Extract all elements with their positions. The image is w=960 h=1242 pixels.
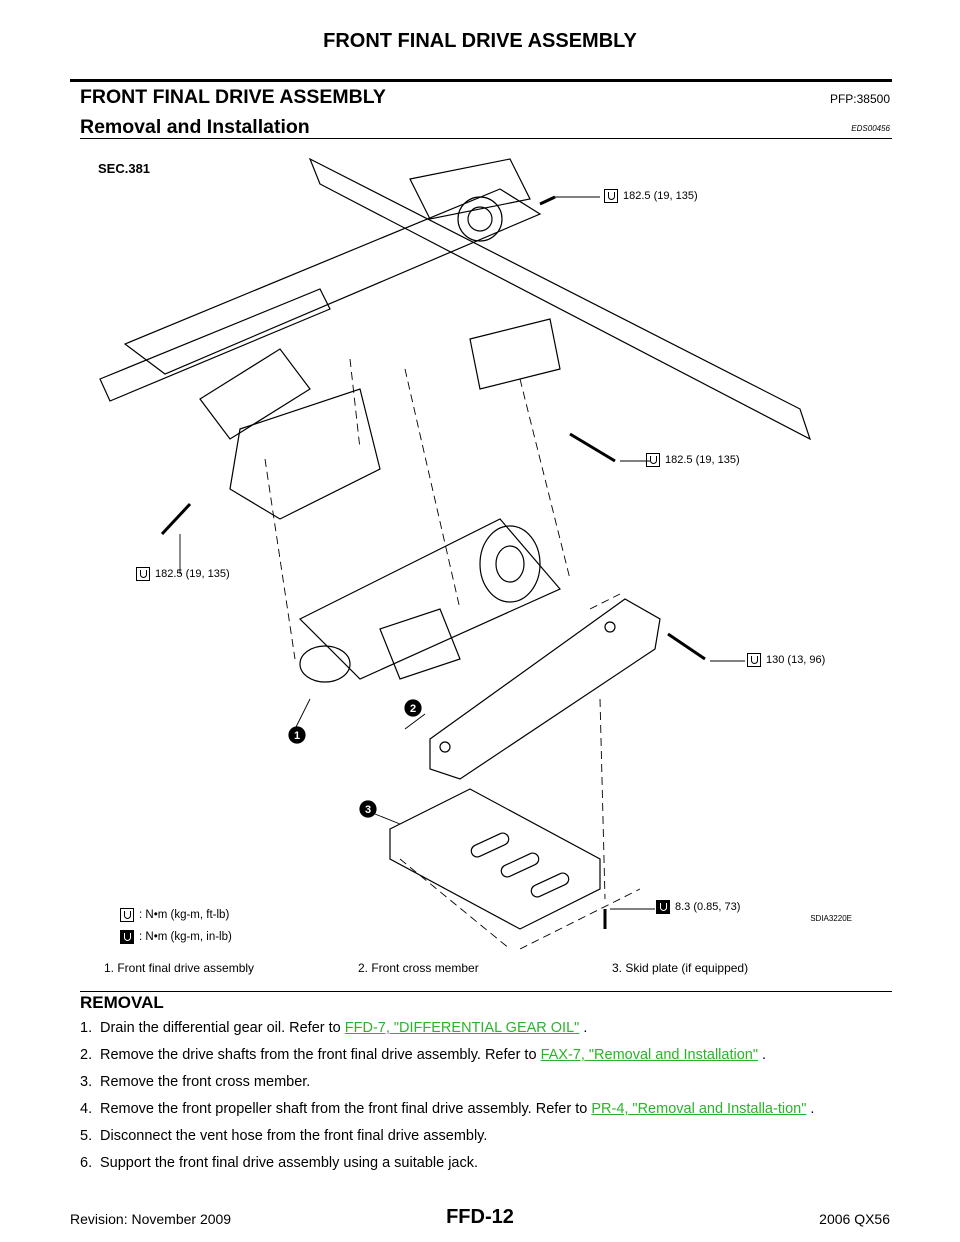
frame-crossmember-upper — [123, 188, 542, 375]
caption-1: 1. Front final drive assembly — [104, 961, 255, 975]
torque-wrench-icon — [747, 653, 761, 667]
callout-1: 1 — [294, 730, 300, 742]
frame-bracket-upper — [409, 158, 531, 220]
torque-wrench-icon — [120, 908, 134, 922]
footer-revision: Revision: November 2009 — [70, 1211, 232, 1227]
removal-step: 1. Drain the differential gear oil. Refe… — [80, 1019, 892, 1038]
torque-wrench-filled-icon — [656, 900, 670, 914]
page-header-title: FRONT FINAL DRIVE ASSEMBLY — [323, 30, 637, 52]
callout-2: 2 — [410, 703, 416, 715]
final-drive-mount-upper — [229, 388, 381, 520]
torque-spec-cross-member: 130 (13, 96) — [747, 653, 825, 667]
footer-model: 2006 QX56 — [819, 1211, 890, 1227]
step-text: Support the front final drive assembly u… — [100, 1155, 479, 1171]
step-text: Disconnect the vent hose from the front … — [100, 1128, 488, 1144]
frame-hole — [457, 196, 503, 242]
torque-wrench-filled-icon — [120, 930, 134, 944]
step-text: Drain the differential gear oil. Refer t… — [100, 1020, 345, 1036]
bolt-left — [160, 502, 192, 536]
section-reference-label: SEC.381 — [98, 161, 151, 176]
removal-step: 2. Remove the drive shafts from the fron… — [80, 1046, 892, 1065]
final-drive-flange-hub — [495, 545, 525, 583]
final-drive-flange — [479, 525, 541, 603]
frame-bracket-right — [469, 318, 561, 390]
frame-rail-right — [308, 157, 812, 441]
section-title: FRONT FINAL DRIVE ASSEMBLY — [80, 86, 386, 108]
removal-step: 5. Disconnect the vent hose from the fro… — [80, 1127, 892, 1146]
section-code: PFP:38500 — [829, 92, 890, 106]
final-drive-housing — [298, 518, 561, 680]
torque-spec-skid-plate: 8.3 (0.85, 73) — [656, 900, 740, 914]
bolt-right — [569, 432, 616, 463]
step-number: 6. — [80, 1155, 93, 1171]
torque-spec-right: 182.5 (19, 135) — [646, 453, 740, 467]
torque-wrench-icon — [604, 189, 618, 203]
torque-wrench-icon — [136, 567, 150, 581]
subsection-code: EDS00456 — [851, 124, 890, 133]
removal-steps: 1. Drain the differential gear oil. Refe… — [80, 1019, 892, 1181]
exploded-view-drawing: 1 2 3 — [99, 157, 812, 950]
reference-link[interactable]: FAX-7, "Removal and Installation" — [540, 1047, 758, 1063]
footer-page-number: FFD-12 — [446, 1206, 514, 1228]
frame-rail-left — [99, 288, 331, 402]
removal-step: 6. Support the front final drive assembl… — [80, 1154, 892, 1173]
callout-circle-3 — [359, 800, 377, 818]
subsection-title: Removal and Installation — [80, 116, 310, 138]
exploded-view-figure: 1 2 3 SEC.381 182.5 (19, 135) 182.5 (19,… — [80, 138, 892, 992]
removal-step: 4. Remove the front propeller shaft from… — [80, 1100, 892, 1119]
legend-item-ft-lb: : N•m (kg-m, ft-lb) — [120, 908, 229, 922]
torque-wrench-icon — [646, 453, 660, 467]
frame-hole-inner — [467, 206, 493, 232]
bolt-cross-member — [667, 632, 706, 661]
torque-spec-left: 182.5 (19, 135) — [136, 567, 230, 581]
reference-link[interactable]: PR-4, "Removal and Installa-tion" — [591, 1101, 807, 1117]
step-number: 1. — [80, 1020, 93, 1036]
step-text-end: . — [579, 1020, 588, 1036]
bolt-upper-right — [539, 195, 556, 206]
callout-3: 3 — [365, 804, 371, 816]
skid-plate — [389, 788, 601, 930]
step-number: 3. — [80, 1074, 93, 1090]
step-text: Remove the drive shafts from the front f… — [100, 1047, 541, 1063]
step-number: 2. — [80, 1047, 93, 1063]
assembly-guide-lines — [264, 358, 641, 950]
reference-link[interactable]: FFD-7, "DIFFERENTIAL GEAR OIL" — [344, 1020, 580, 1036]
leader-lines — [179, 196, 745, 910]
step-text-end: . — [806, 1101, 815, 1117]
removal-heading: REMOVAL — [80, 993, 164, 1012]
callout-circle-2 — [404, 699, 422, 717]
frame-bracket-left — [199, 348, 311, 440]
step-text: Remove the front propeller shaft from th… — [100, 1101, 592, 1117]
caption-2: 2. Front cross member — [358, 961, 479, 975]
front-cross-member — [429, 598, 661, 780]
caption-3: 3. Skid plate (if equipped) — [612, 961, 749, 975]
step-text: Remove the front cross member. — [100, 1074, 311, 1090]
final-drive-carrier — [379, 608, 461, 680]
callout-circle-1 — [288, 726, 306, 744]
removal-step: 3. Remove the front cross member. — [80, 1073, 892, 1092]
legend-item-in-lb: : N•m (kg-m, in-lb) — [120, 930, 232, 944]
final-drive-mount-lower — [299, 645, 351, 683]
header-rule — [70, 79, 892, 82]
page-footer: Revision: November 2009 FFD-12 2006 QX56 — [0, 1206, 960, 1236]
torque-spec-upper-right: 182.5 (19, 135) — [604, 189, 698, 203]
step-text-end: . — [758, 1047, 767, 1063]
figure-code: SDIA3220E — [810, 914, 852, 923]
step-number: 5. — [80, 1128, 93, 1144]
step-number: 4. — [80, 1101, 93, 1117]
